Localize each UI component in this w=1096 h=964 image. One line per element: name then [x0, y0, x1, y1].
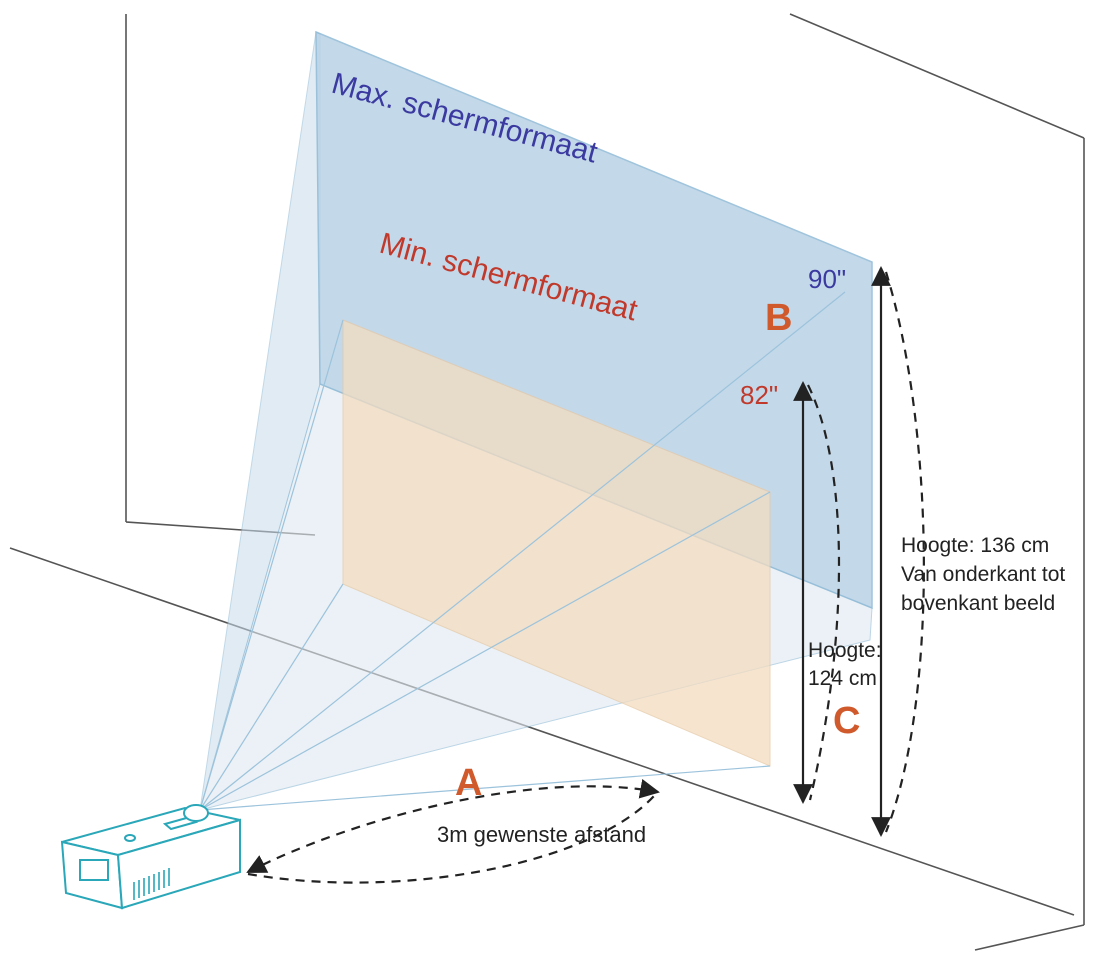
projector-icon: [60, 804, 241, 910]
letter-b-label: B: [765, 297, 792, 339]
min-height-arrow: [793, 381, 841, 804]
max-size-label: 90": [808, 264, 846, 294]
room-lines: [9, 13, 1085, 951]
max-height-line1: Hoogte: 136 cm: [901, 534, 1049, 557]
distance-label: 3m gewenste afstand: [437, 822, 646, 847]
max-height-line3: bovenkant beeld: [901, 592, 1055, 615]
max-height-arrow: [871, 266, 925, 837]
max-height-line2: Van onderkant tot: [901, 563, 1065, 586]
right-floor-line: [974, 924, 1085, 951]
floor-wall-line: [9, 547, 1075, 916]
min-size-label: 82": [740, 380, 778, 410]
letter-a-label: A: [455, 762, 482, 804]
right-wall-top-line: [789, 13, 1085, 139]
letter-c-label: C: [833, 700, 860, 742]
distance-arrows: [246, 779, 660, 884]
min-height-line2: 124 cm: [808, 667, 877, 690]
min-height-line1: Hoogte:: [808, 639, 882, 662]
